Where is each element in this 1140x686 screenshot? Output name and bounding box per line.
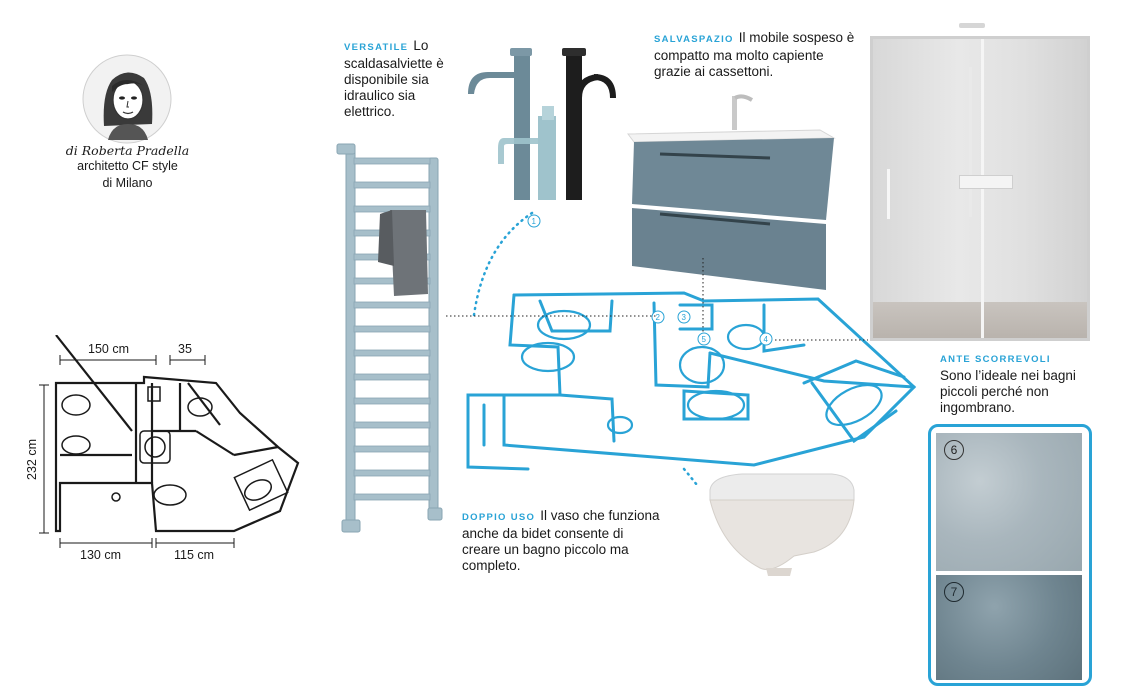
text-doppio: Il vaso che funziona anche da bidet cons… <box>462 508 660 573</box>
author-city: di Milano <box>102 176 153 190</box>
marker-4: 4 <box>764 335 769 344</box>
faucets <box>468 48 616 200</box>
plan-walls <box>54 335 300 533</box>
wall-hung-toilet <box>709 473 855 576</box>
dim-height: 232 cm <box>25 439 39 480</box>
author-portrait <box>82 54 172 144</box>
dim-bottom-right: 115 cm <box>174 548 214 562</box>
text-salvaspazio: Il mobile sospeso è compatto ma molto ca… <box>654 30 855 79</box>
plan-markers: 1 2 3 4 5 <box>527 214 773 346</box>
vanity-cabinet <box>627 94 836 290</box>
dim-bottom-left: 130 cm <box>80 548 121 562</box>
marker-2: 2 <box>656 313 661 322</box>
author-role: architetto CF style <box>77 159 178 173</box>
text-ante: Sono l’ideale nei bagni piccoli perché n… <box>940 368 1076 415</box>
tag-doppio: DOPPIO USO <box>462 512 536 523</box>
swatch-6: 6 <box>936 433 1082 571</box>
swatch-7: 7 <box>936 575 1082 680</box>
towel-radiator <box>336 143 443 533</box>
tag-ante: ANTE SCORREVOLI <box>940 354 1051 365</box>
marker-1: 1 <box>532 217 537 226</box>
caption-ante: ANTE SCORREVOLI Sono l’ideale nei bagni p… <box>940 352 1080 416</box>
sketch-plan: 1 2 3 4 5 <box>466 211 917 485</box>
shower-enclosure <box>870 23 1090 341</box>
plan-fixtures <box>61 386 289 512</box>
text-versatile: Lo scaldasalviette è disponibile sia idr… <box>344 38 444 119</box>
author-name: di Roberta Pradella <box>65 143 190 158</box>
shower-riser <box>969 67 972 217</box>
shower-mixer <box>959 175 1013 189</box>
dimension-lines <box>39 355 235 548</box>
shower-floor <box>873 302 1087 338</box>
marker-5: 5 <box>702 335 707 344</box>
dim-top-small: 35 <box>178 342 192 356</box>
portrait-illustration <box>82 54 172 144</box>
marker-3: 3 <box>682 313 687 322</box>
tag-versatile: VERSATILE <box>344 42 409 53</box>
dim-top-width: 150 cm <box>88 342 129 356</box>
shower-handle <box>887 169 890 219</box>
leader-lines <box>472 211 699 485</box>
swatch-6-number: 6 <box>944 440 964 460</box>
tag-salvaspazio: SALVASPAZIO <box>654 34 734 45</box>
floor-plan: 150 cm 35 232 cm 130 cm 115 cm <box>25 335 300 562</box>
swatch-7-number: 7 <box>944 582 964 602</box>
rain-head-icon <box>959 23 985 28</box>
